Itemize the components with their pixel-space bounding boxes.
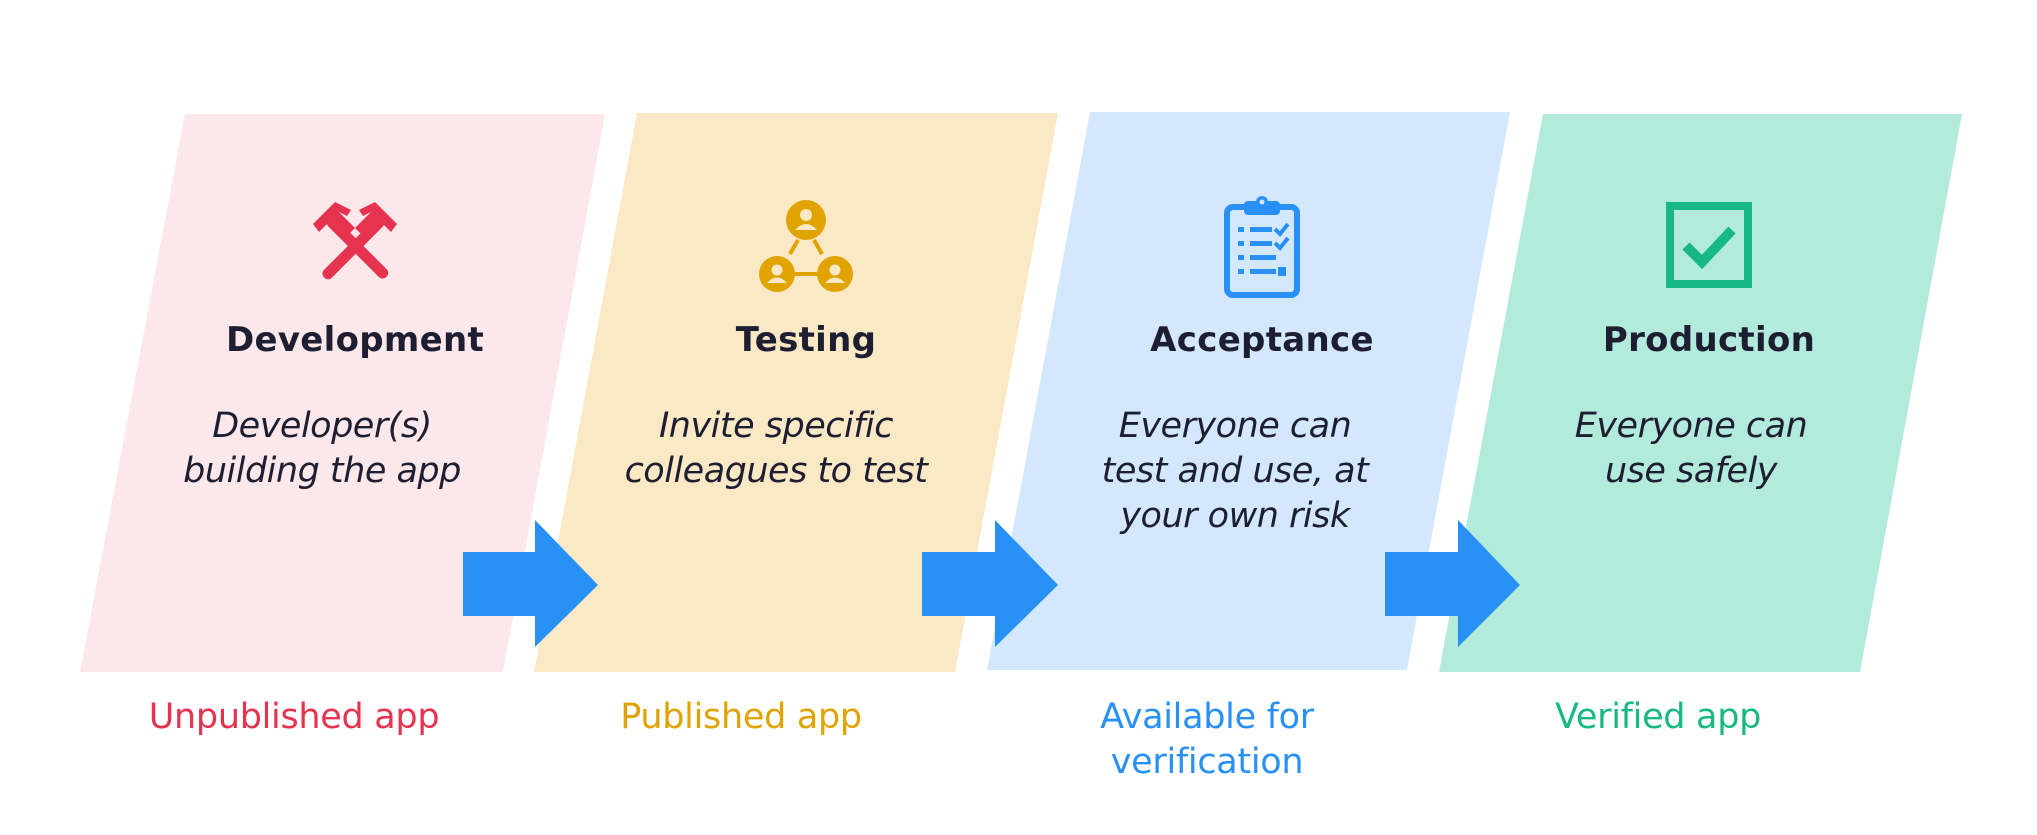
development-panel: [80, 114, 605, 672]
testing-title: Testing: [735, 320, 877, 360]
development-description: Developer(s) building the app: [183, 406, 461, 491]
production-status: Verified app: [1554, 697, 1762, 737]
clipboard-checklist-icon: [1224, 196, 1300, 298]
development-title: Development: [225, 320, 485, 360]
arrow-dev-to-test: [463, 520, 598, 647]
checkbox-icon: [1666, 202, 1752, 288]
acceptance-status: Available for verification: [1100, 697, 1314, 782]
testing-description: Invite specific colleagues to test: [624, 406, 928, 491]
people-network-icon: [759, 200, 853, 292]
arrow-test-to-accept: [922, 520, 1058, 647]
acceptance-description: Everyone can test and use, at your own r…: [1101, 406, 1369, 536]
production-panel: [1439, 114, 1962, 672]
testing-panel: [534, 113, 1058, 672]
hammers-icon: [313, 202, 397, 280]
development-status: Unpublished app: [148, 697, 440, 737]
production-title: Production: [1602, 320, 1816, 360]
acceptance-panel: [987, 112, 1510, 670]
testing-status: Published app: [620, 697, 862, 737]
production-description: Everyone can use safely: [1574, 406, 1808, 491]
acceptance-title: Acceptance: [1150, 320, 1374, 360]
arrow-accept-to-prod: [1385, 520, 1520, 647]
